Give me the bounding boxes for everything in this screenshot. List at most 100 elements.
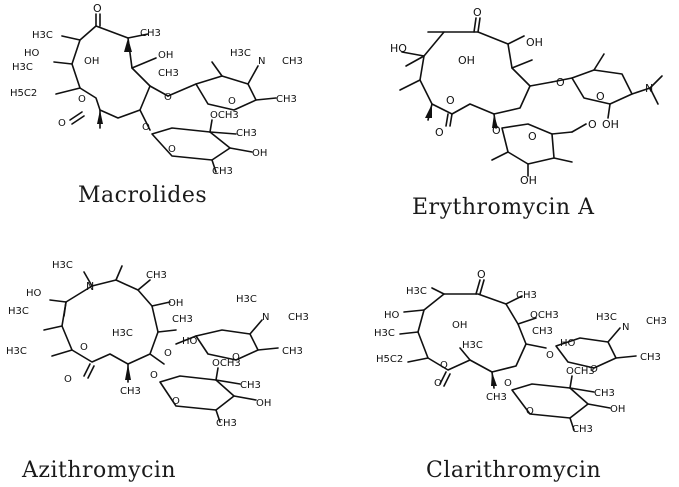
atom-label: O [440,360,448,371]
atom-label: H5C2 [10,88,37,99]
erythromycin-a-structure: O HO OH OH O O O N O OH O O O OH [390,6,663,185]
atom-label: O [150,370,158,381]
atom-label: O [168,144,176,155]
atom-label: O [596,90,605,103]
atom-label: OH [526,36,543,49]
atom-label: O [526,406,534,417]
atom-label: CH3 [532,326,553,337]
atom-label: HO [384,310,400,321]
atom-label: CH3 [120,386,141,397]
atom-label: OH [256,398,271,409]
caption-azithromycin: Azithromycin [22,458,177,483]
atom-label: O [473,6,482,19]
atom-label: O [434,378,442,389]
macrolides-structure: O CH3 H3C HO OH OH H3C CH3 H3C N CH3 H5C… [10,2,303,175]
atom-label: CH3 [572,424,593,435]
atom-label: O [78,94,86,105]
atom-label: O [492,124,501,137]
atom-label: H3C [6,346,27,357]
atom-label: CH3 [236,128,257,139]
atom-label: OCH3 [212,358,241,369]
panel-macrolides: O CH3 H3C HO OH OH H3C CH3 H3C N CH3 H5C… [0,0,340,240]
atom-label: CH3 [640,352,661,363]
atom-label: N [262,312,269,323]
panel-erythromycin-a: O HO OH OH O O O N O OH O O O OH Erythro… [340,0,679,240]
atom-label: O [164,348,172,359]
atom-label: H3C [374,328,395,339]
atom-label: CH3 [140,28,161,39]
atom-label: N [258,56,265,67]
atom-label: HO [560,338,576,349]
atom-label: OH [252,148,267,159]
atom-label: H3C [112,328,133,339]
atom-label: OH [158,50,173,61]
atom-label: CH3 [516,290,537,301]
atom-label: O [172,396,180,407]
atom-label: O [58,118,66,129]
atom-label: O [477,268,486,281]
atom-label: N [86,280,94,293]
atom-label: O [504,378,512,389]
atom-label: OH [610,404,625,415]
atom-label: HO [390,42,407,55]
azithromycin-structure: H3C N CH3 HO OH H3C CH3 H3C N CH3 H3C HO… [6,260,309,429]
atom-label: O [228,96,236,107]
atom-label: O [232,352,240,363]
atom-label: CH3 [216,418,237,429]
atom-label: CH3 [646,316,667,327]
atom-label: OCH3 [210,110,239,121]
atom-label: O [446,94,455,107]
atom-label: O [588,118,597,131]
caption-macrolides: Macrolides [78,183,208,208]
atom-label: OH [452,320,467,331]
atom-label: CH3 [212,166,233,175]
caption-clarithromycin: Clarithromycin [426,458,602,483]
atom-label: OCH3 [530,310,559,321]
caption-erythromycin-a: Erythromycin A [412,195,595,220]
atom-label: H3C [12,62,33,73]
atom-label: HO [182,336,198,347]
atom-label: CH3 [240,380,261,391]
atom-label: O [142,122,150,133]
atom-label: CH3 [276,94,297,105]
atom-label: H3C [32,30,53,41]
atom-label: H3C [406,286,427,297]
atom-label: CH3 [282,56,303,67]
atom-label: N [645,82,653,95]
atom-label: O [435,126,444,139]
atom-label: HO [24,48,40,59]
atom-label: H3C [596,312,617,323]
atom-label: O [164,92,172,103]
atom-label: H3C [236,294,257,305]
atom-label: OH [84,56,99,67]
atom-label: OH [168,298,183,309]
atom-label: O [590,364,598,375]
atom-label: CH3 [158,68,179,79]
atom-label: OH [458,54,475,67]
atom-label: HO [26,288,42,299]
atom-label: H3C [52,260,73,271]
atom-label: H3C [462,340,483,351]
atom-label: OH [520,174,537,185]
atom-label: H3C [230,48,251,59]
atom-label: O [80,342,88,353]
atom-label: H3C [8,306,29,317]
clarithromycin-structure: O H3C CH3 HO OH OCH3 H3C CH3 H3C N CH3 H… [374,268,667,435]
atom-label: O [64,374,72,385]
atom-label: O [556,76,565,89]
panel-azithromycin: H3C N CH3 HO OH H3C CH3 H3C N CH3 H3C HO… [0,250,340,487]
atom-label: OH [602,118,619,131]
atom-label: O [546,350,554,361]
panel-clarithromycin: O H3C CH3 HO OH OCH3 H3C CH3 H3C N CH3 H… [340,250,679,487]
atom-label: H5C2 [376,354,403,365]
atom-label: CH3 [594,388,615,399]
atom-label: CH3 [146,270,167,281]
atom-label: O [528,130,537,143]
atom-label: CH3 [172,314,193,325]
atom-label: O [93,2,102,15]
atom-label: N [622,322,629,333]
atom-label: CH3 [486,392,507,403]
atom-label: OCH3 [566,366,595,377]
atom-label: CH3 [282,346,303,357]
atom-label: CH3 [288,312,309,323]
